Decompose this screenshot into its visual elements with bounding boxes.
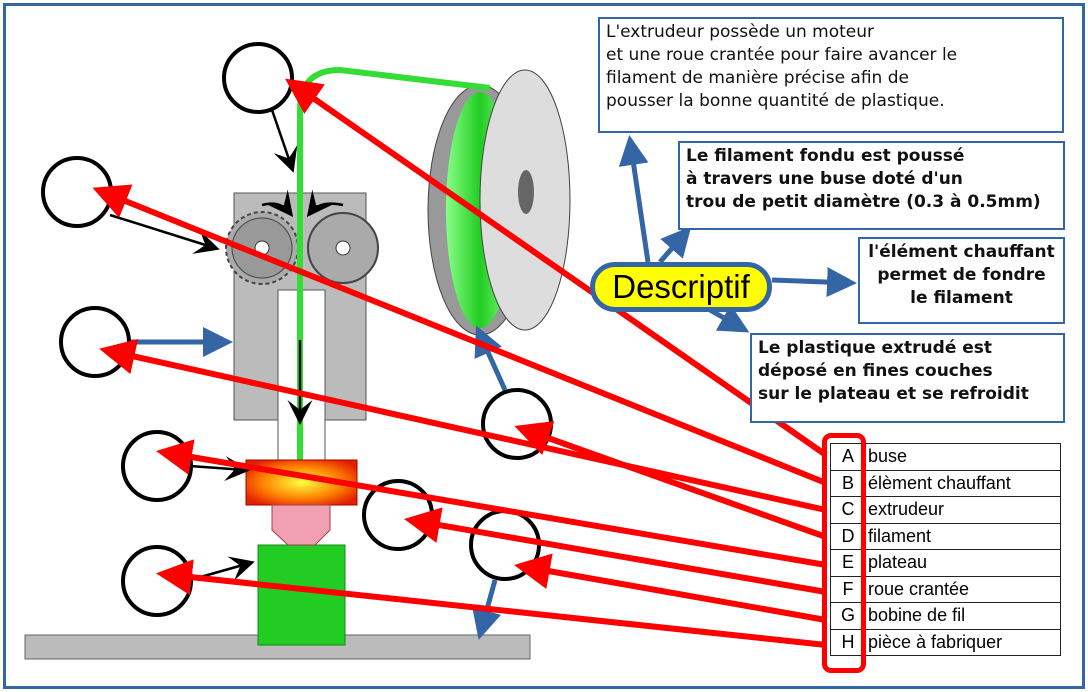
legend-text: bobine de fil <box>865 602 1061 630</box>
legend-text: filament <box>865 522 1061 550</box>
heater-description-box: l'élément chauffant permet de fondre le … <box>858 237 1065 324</box>
red-leader-lines <box>92 78 828 648</box>
legend-text: plateau <box>865 549 1061 577</box>
spool <box>427 69 571 336</box>
nozzle-description-box: Le filament fondu est poussé à travers u… <box>678 141 1065 230</box>
legend-text: roue crantée <box>865 575 1061 603</box>
legend-text: pièce à fabriquer <box>865 628 1061 656</box>
descriptif-label: Descriptif <box>590 262 772 312</box>
frame <box>3 3 1085 689</box>
legend-letter: C <box>830 496 866 524</box>
legend-text: élèment chauffant <box>865 469 1061 497</box>
plastic-description-box: Le plastique extrudé est déposé en fines… <box>750 333 1065 423</box>
legend-text: extrudeur <box>865 496 1061 524</box>
extruder-description-box: L'extrudeur possède un moteur et une rou… <box>598 17 1064 133</box>
legend-text: buse <box>865 443 1061 471</box>
legend-letter: F <box>830 575 866 603</box>
legend-letter: H <box>830 628 866 656</box>
nozzle <box>271 504 331 546</box>
idler-wheel <box>307 212 379 284</box>
letter-column-highlight <box>822 433 866 673</box>
